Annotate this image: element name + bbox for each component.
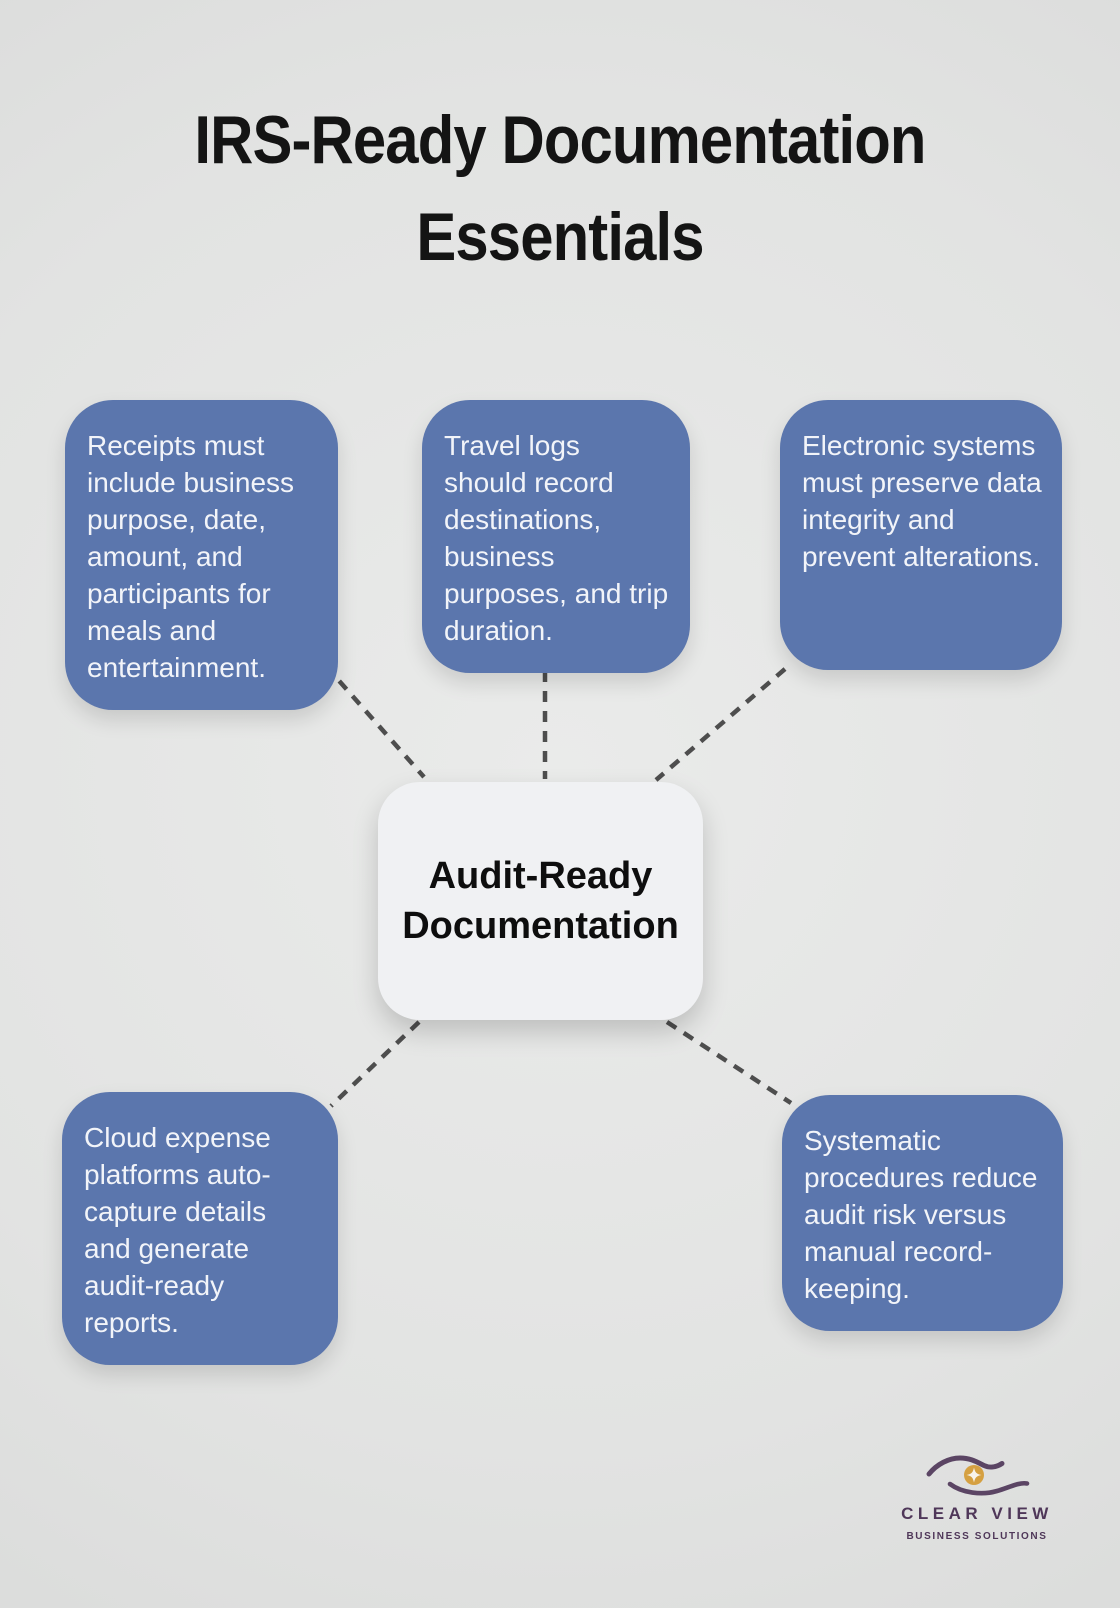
- page-title-text: IRS-Ready Documentation Essentials: [194, 102, 926, 275]
- node-receipts-text: Receipts must include business purpose, …: [87, 430, 295, 683]
- connector-electronic-line: [654, 667, 787, 782]
- node-systematic-procedures: Systematic procedures reduce audit risk …: [782, 1095, 1063, 1331]
- logo-tagline: BUSINESS SOLUTIONS: [906, 1531, 1048, 1542]
- node-electronic-systems-text: Electronic systems must preserve data in…: [802, 430, 1042, 572]
- star-icon: [966, 1467, 981, 1483]
- node-systematic-procedures-text: Systematic procedures reduce audit risk …: [804, 1125, 1038, 1304]
- eye-logo-icon: [926, 1455, 1029, 1496]
- center-node-audit-ready: Audit-Ready Documentation: [378, 782, 703, 1020]
- connector-systematic-line: [665, 1020, 793, 1105]
- node-travel-logs-text: Travel logs should record destinations, …: [444, 430, 669, 646]
- clear-view-logo: CLEAR VIEW BUSINESS SOLUTIONS: [857, 1452, 1097, 1542]
- node-travel-logs: Travel logs should record destinations, …: [422, 400, 690, 673]
- logo-name: CLEAR VIEW: [901, 1504, 1053, 1523]
- node-cloud-platforms: Cloud expense platforms auto-capture det…: [62, 1092, 338, 1365]
- connector-cloud-line: [329, 1020, 421, 1108]
- node-receipts: Receipts must include business purpose, …: [65, 400, 338, 710]
- node-electronic-systems: Electronic systems must preserve data in…: [780, 400, 1062, 670]
- node-cloud-platforms-text: Cloud expense platforms auto-capture det…: [84, 1122, 271, 1338]
- connector-receipts-line: [324, 664, 426, 779]
- page-title: IRS-Ready Documentation Essentials: [67, 92, 1053, 285]
- center-node-label: Audit-Ready Documentation: [402, 854, 679, 947]
